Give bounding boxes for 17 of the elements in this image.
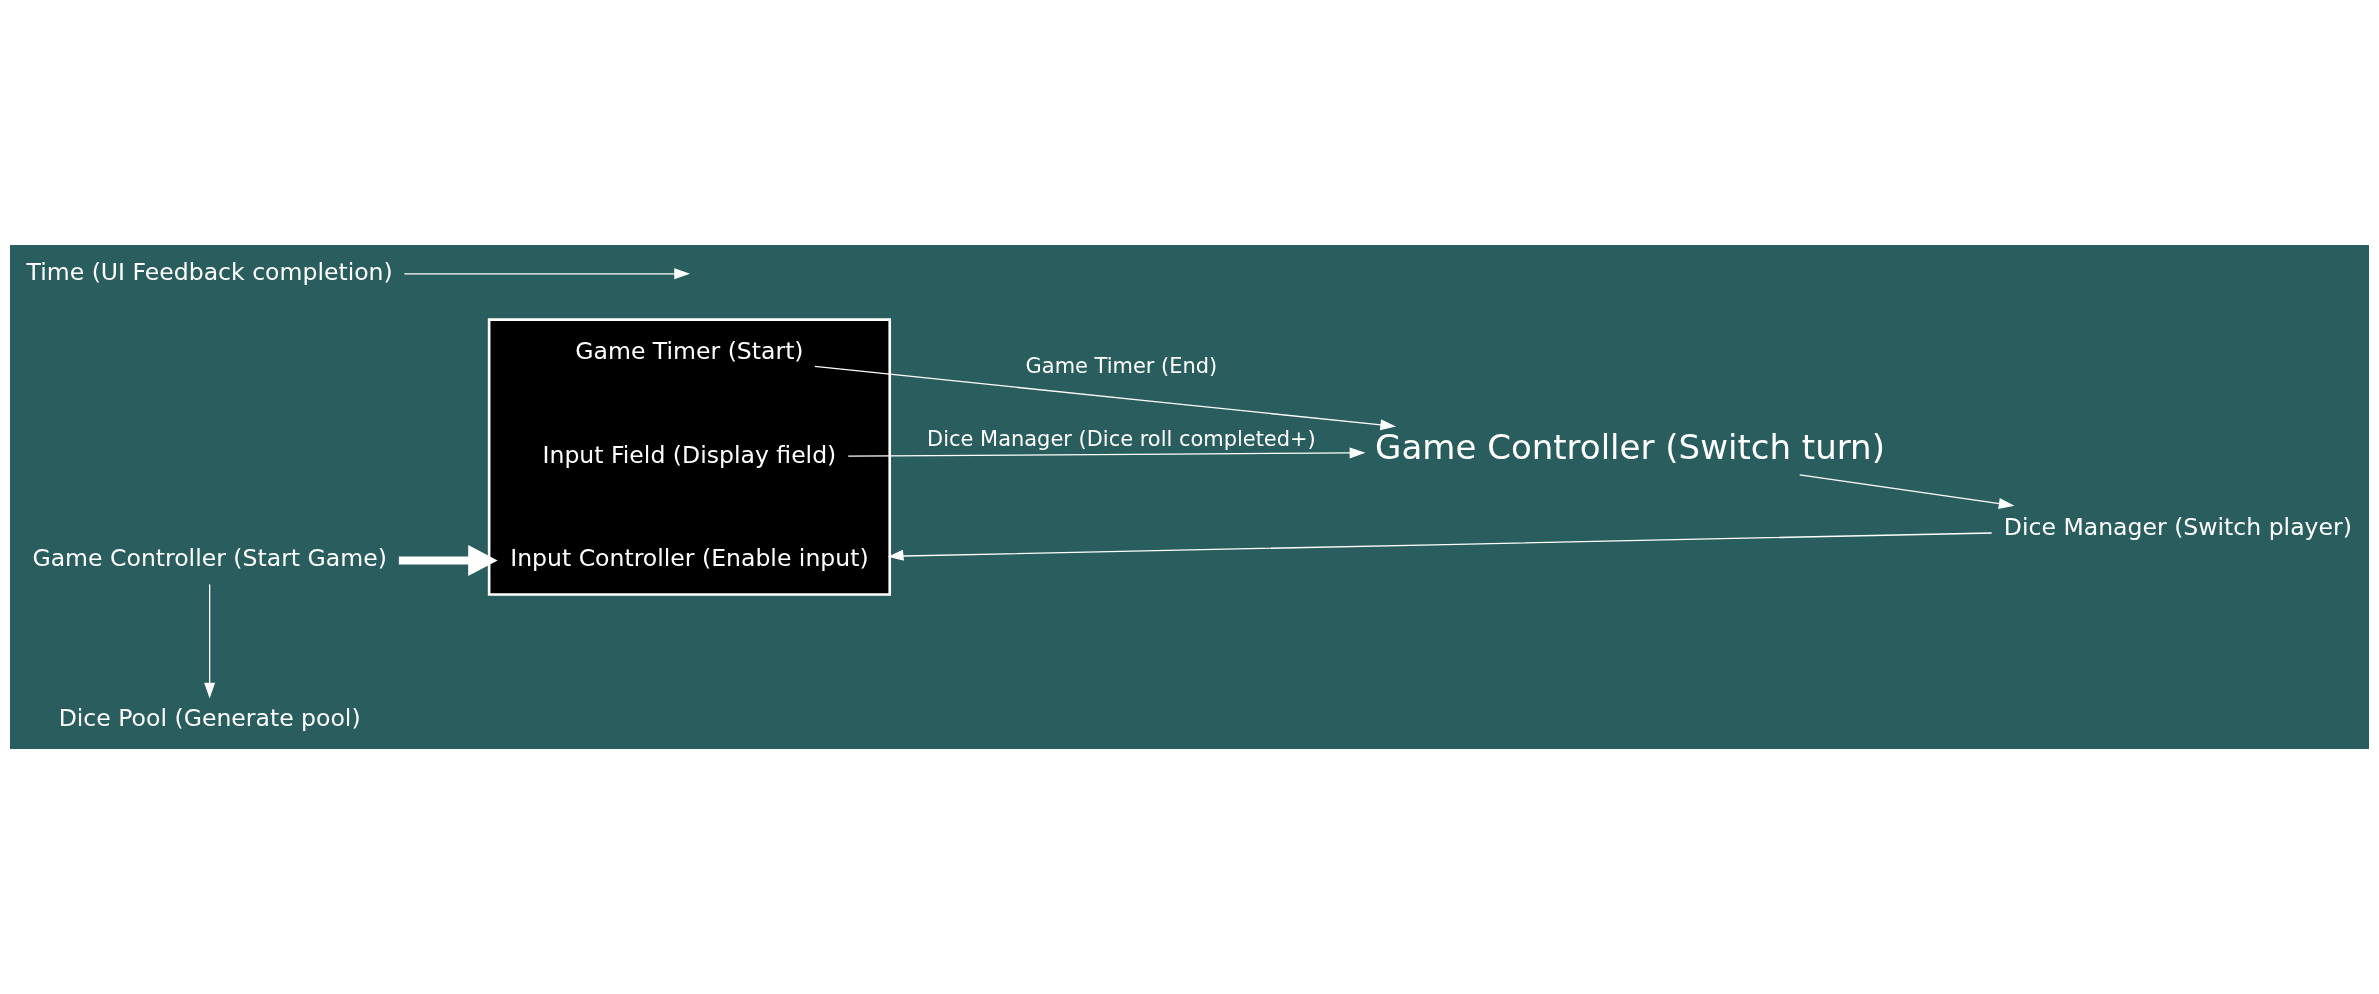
edge-label: Game Timer (End) [1025,354,1218,379]
node-text: Dice Manager (Switch player) [2003,512,2352,541]
arrow [1799,474,2015,509]
node-text: Input Controller (Enable input) [510,544,869,573]
arrow [403,268,690,280]
node-text: Dice Pool (Generate pool) [58,703,361,732]
node-text: Game Controller (Start Game) [32,544,387,573]
arrow [814,365,1397,431]
arrow [887,532,1993,561]
node-text: Time (UI Feedback completion) [26,257,393,286]
node-text: Input Field (Display field) [542,440,837,469]
arrow [204,583,216,699]
arrow [847,447,1366,459]
edge-label: Dice Manager (Dice roll completed+) [927,427,1316,452]
cluster [487,318,892,596]
node-text: Game Timer (Start) [575,337,804,366]
node-text: Game Controller (Switch turn) [1375,426,1885,467]
